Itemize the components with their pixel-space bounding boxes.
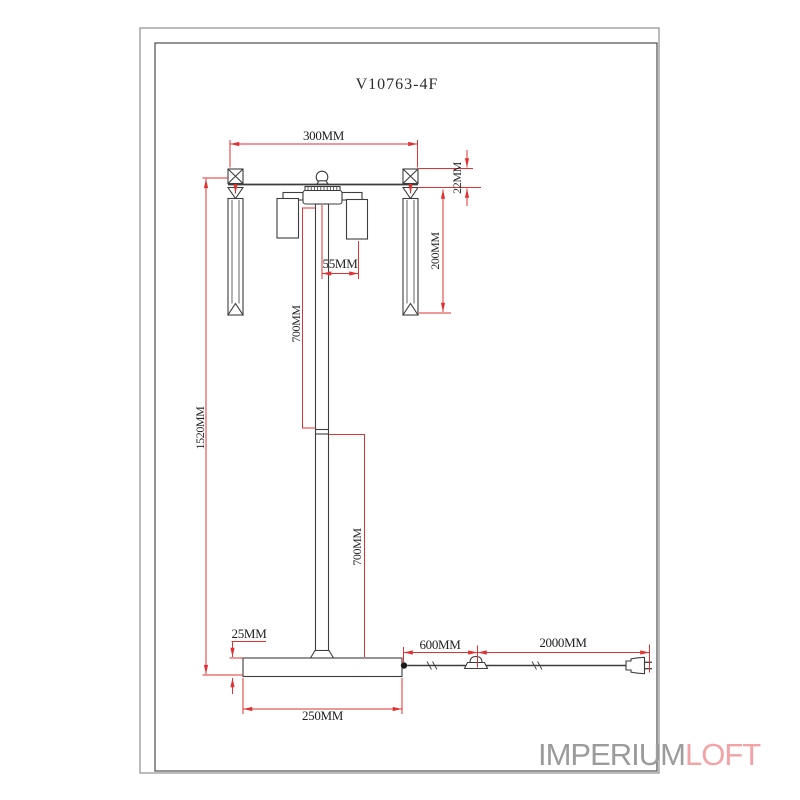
dim-upper-pole <box>302 207 316 429</box>
dim-holder-height-label: 22MM <box>450 161 464 193</box>
foot-switch <box>463 655 489 670</box>
right-shade <box>345 198 369 240</box>
drawing-border-inner <box>154 42 658 772</box>
dim-span <box>229 140 418 168</box>
floor-lamp-outline <box>226 168 652 678</box>
dimension-labels: 300MM 22MM 200MM 55MM 700MM 700MM 1520MM… <box>193 128 588 723</box>
product-code: V10763-4F <box>356 76 439 93</box>
dim-crystal-length-label: 200MM <box>428 232 442 270</box>
dim-total-height-label: 1520MM <box>193 406 207 450</box>
dimension-lines <box>202 140 650 714</box>
dim-total-height <box>202 177 243 676</box>
lamp-pole <box>309 203 335 659</box>
dim-base-thickness-label: 25MM <box>232 626 268 641</box>
base-plate <box>242 657 403 678</box>
brand-logo-primary: IMPERIUM <box>538 737 686 772</box>
power-plug <box>625 656 652 675</box>
dim-cord-to-switch-label: 600MM <box>419 637 461 652</box>
pole-foot <box>309 649 335 659</box>
brand-logo-accent: LOFT <box>685 737 761 772</box>
cord-connector-dot <box>400 662 408 669</box>
dim-shade-offset-label: 55MM <box>323 256 359 271</box>
dim-holder-height <box>418 150 481 206</box>
dim-crystal-length <box>419 189 451 314</box>
dim-cord-to-plug-label: 2000MM <box>539 635 587 650</box>
dim-lower-pole <box>329 434 365 657</box>
dim-cord-to-plug <box>477 644 650 673</box>
dim-base-diameter <box>242 678 403 714</box>
crystal-pendant-right <box>401 168 420 316</box>
cord-break-mark <box>426 661 438 670</box>
crystal-pendant-left <box>226 168 245 316</box>
cord-break-mark <box>531 661 543 670</box>
left-shade <box>276 197 300 239</box>
dim-base-diameter-label: 250MM <box>302 708 344 723</box>
dim-cord-to-switch <box>403 645 478 668</box>
dim-shade-offset <box>321 205 359 279</box>
finial-ring <box>315 170 329 185</box>
dim-upper-pole-label: 700MM <box>289 305 303 343</box>
dim-lower-pole-label: 700MM <box>350 528 364 566</box>
power-cord <box>400 655 652 675</box>
drawing-border-outer <box>139 27 660 774</box>
dim-span-label: 300MM <box>303 128 345 143</box>
brand-logo: IMPERIUMLOFT <box>538 737 761 772</box>
dim-base-thickness <box>229 641 266 694</box>
